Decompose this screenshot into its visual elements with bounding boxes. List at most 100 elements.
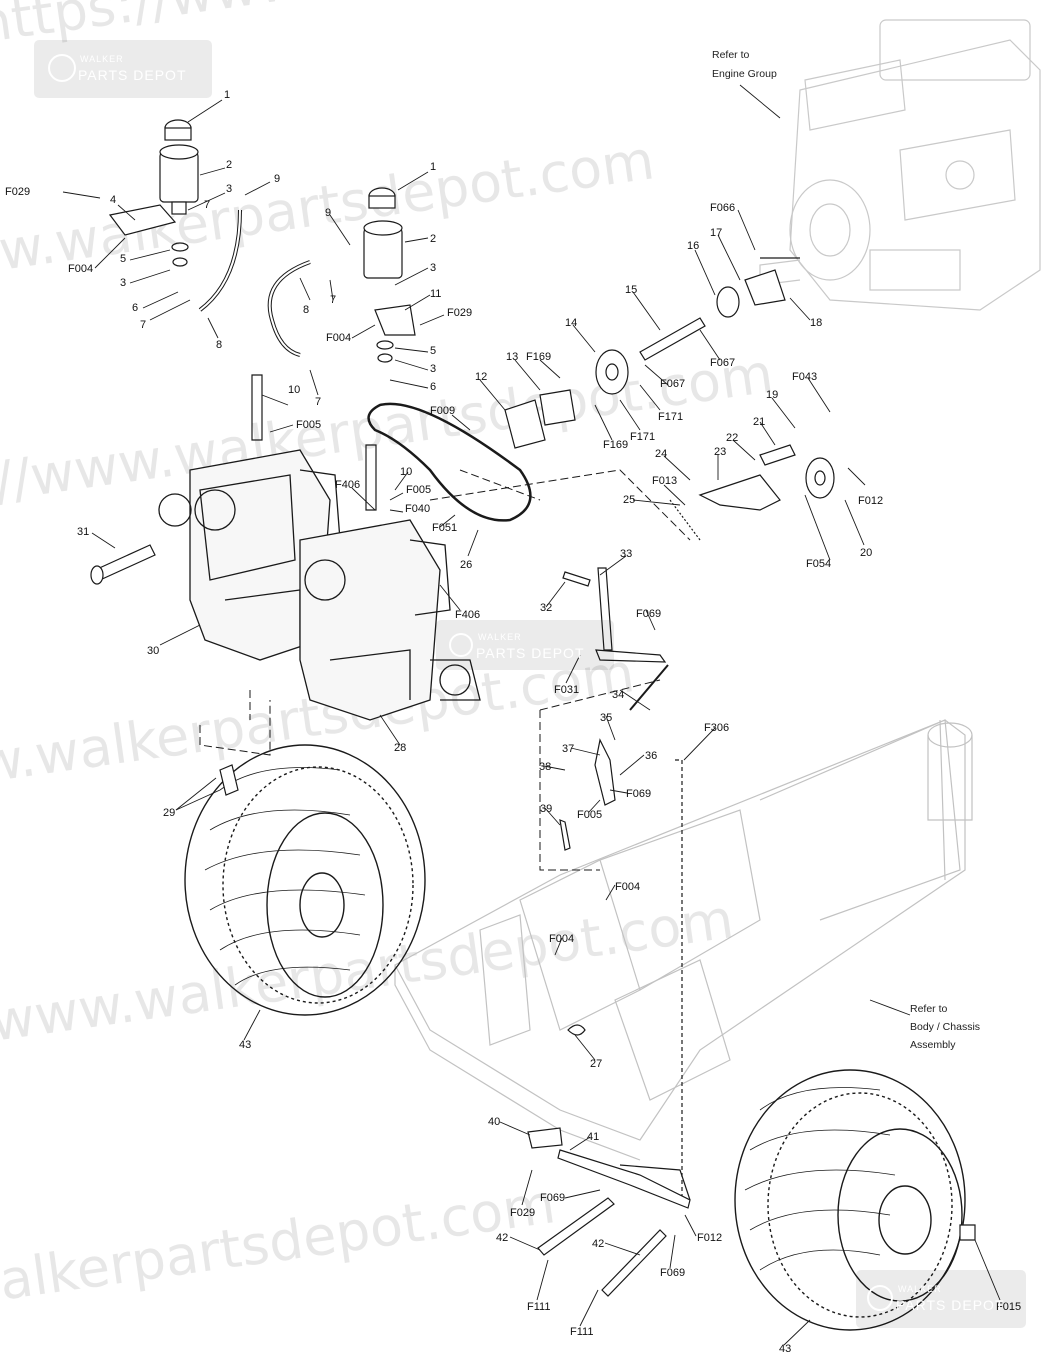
- callout-label: F069: [636, 608, 661, 620]
- callout-label: 3: [430, 363, 436, 375]
- callout-label: 3: [226, 183, 232, 195]
- callout-label: 30: [147, 645, 159, 657]
- watermark-layer: https://www.walkerpartsdepot.com https:/…: [0, 0, 915, 1360]
- callout-label: 5: [430, 345, 436, 357]
- callout-label: 21: [753, 416, 765, 428]
- badge-brand-top: WALKER: [478, 632, 522, 642]
- callout-label: 8: [216, 339, 222, 351]
- body-note-line3: Assembly: [910, 1039, 956, 1051]
- callout-label: 6: [430, 381, 436, 393]
- pulley-assembly: [504, 257, 835, 541]
- body-note-line2: Body / Chassis: [910, 1021, 980, 1033]
- callout-label: 43: [239, 1039, 251, 1051]
- callout-label: 1: [224, 89, 230, 101]
- callout-label: F069: [660, 1267, 685, 1279]
- callout-label: 13: [506, 351, 518, 363]
- callout-label: F066: [710, 202, 735, 214]
- callout-label: 7: [315, 396, 321, 408]
- callout-label: 3: [120, 277, 126, 289]
- watermark-badge-center: WALKER PARTS DEPOT: [436, 620, 614, 670]
- reservoir-right: [363, 187, 403, 279]
- callout-label: F005: [577, 809, 602, 821]
- callout-label: 7: [204, 199, 210, 211]
- callout-label: F043: [792, 371, 817, 383]
- transmission-right: [299, 519, 481, 721]
- callout-label: F111: [570, 1326, 593, 1338]
- callout-label: F306: [704, 722, 729, 734]
- callout-label: 12: [475, 371, 487, 383]
- callout-label: 38: [539, 761, 551, 773]
- rear-tire-left: [184, 744, 426, 1016]
- callout-label: 20: [860, 547, 872, 559]
- callout-leaders: [62, 84, 1001, 1346]
- badge-brand-top: WALKER: [898, 1284, 942, 1294]
- callout-label: F029: [510, 1207, 535, 1219]
- callout-label: F029: [447, 307, 472, 319]
- callout-label: 25: [623, 494, 635, 506]
- callout-labels: 1 2 3 F029 4 9 7 F004 5 3 6 7 8 9 1 2 3 …: [5, 89, 1021, 1355]
- callout-label: F004: [326, 332, 351, 344]
- badge-brand-top: WALKER: [80, 54, 124, 64]
- callout-label: F406: [335, 479, 360, 491]
- callout-label: 2: [430, 233, 436, 245]
- badge-brand-bottom: PARTS DEPOT: [896, 1297, 1005, 1313]
- callout-label: F051: [432, 522, 457, 534]
- callout-label: 11: [430, 288, 441, 300]
- callout-label: 24: [655, 448, 667, 460]
- callout-label: F069: [626, 788, 651, 800]
- chassis-frame: [394, 719, 973, 1161]
- callout-label: 43: [779, 1343, 791, 1355]
- engine-outline: [759, 19, 1041, 311]
- callout-label: F012: [697, 1232, 722, 1244]
- callout-label: F012: [858, 495, 883, 507]
- callout-label: 9: [325, 207, 331, 219]
- wheel-stud-bracket: [219, 764, 976, 1241]
- watermark-url: https://www.walkerpartsdepot.com: [0, 342, 777, 536]
- callout-label: F171: [658, 411, 683, 423]
- callout-label: 4: [110, 194, 116, 206]
- callout-label: 9: [274, 173, 280, 185]
- callout-label: 31: [77, 526, 89, 538]
- callout-label: 7: [140, 319, 146, 331]
- callout-label: 8: [303, 304, 309, 316]
- callout-label: 1: [430, 161, 436, 173]
- callout-label: 34: [612, 689, 624, 701]
- callout-label: 41: [587, 1131, 599, 1143]
- callout-label: 17: [710, 227, 722, 239]
- callout-label: 28: [394, 742, 406, 754]
- callout-label: 22: [726, 432, 738, 444]
- callout-label: F111: [527, 1301, 550, 1313]
- callout-label: F031: [554, 684, 579, 696]
- callout-label: 42: [592, 1238, 604, 1250]
- front-tire-right: [734, 1069, 966, 1331]
- callout-label: F069: [540, 1192, 565, 1204]
- watermark-url: https://www.walkerpartsdepot.com: [0, 887, 737, 1081]
- callout-label: 39: [540, 803, 552, 815]
- callout-label: F009: [430, 405, 455, 417]
- callout-label: 33: [620, 548, 632, 560]
- callout-label: 2: [226, 159, 232, 171]
- callout-label: 36: [645, 750, 657, 762]
- callout-label: F004: [68, 263, 93, 275]
- callout-label: 19: [766, 389, 778, 401]
- watermark-badge-top: WALKER PARTS DEPOT: [34, 40, 212, 98]
- callout-label: F004: [549, 933, 574, 945]
- callout-label: F040: [405, 503, 430, 515]
- reference-notes: Refer to Engine Group Refer to Body / Ch…: [712, 49, 980, 1051]
- assembly-leaders: [199, 469, 691, 871]
- callout-label: 27: [590, 1058, 602, 1070]
- callout-label: 26: [460, 559, 472, 571]
- callout-label: 42: [496, 1232, 508, 1244]
- callout-label: 32: [540, 602, 552, 614]
- drive-belt: [367, 402, 532, 522]
- watermark-url: https://www.walkerpartsdepot.com: [0, 128, 658, 322]
- callout-label: 18: [810, 317, 822, 329]
- callout-label: F013: [652, 475, 677, 487]
- callout-label: 23: [714, 446, 726, 458]
- callout-label: 10: [400, 466, 412, 478]
- callout-label: F169: [526, 351, 551, 363]
- reservoir-left: [159, 119, 199, 215]
- callout-label: F067: [710, 357, 735, 369]
- badge-brand-bottom: PARTS DEPOT: [78, 67, 187, 83]
